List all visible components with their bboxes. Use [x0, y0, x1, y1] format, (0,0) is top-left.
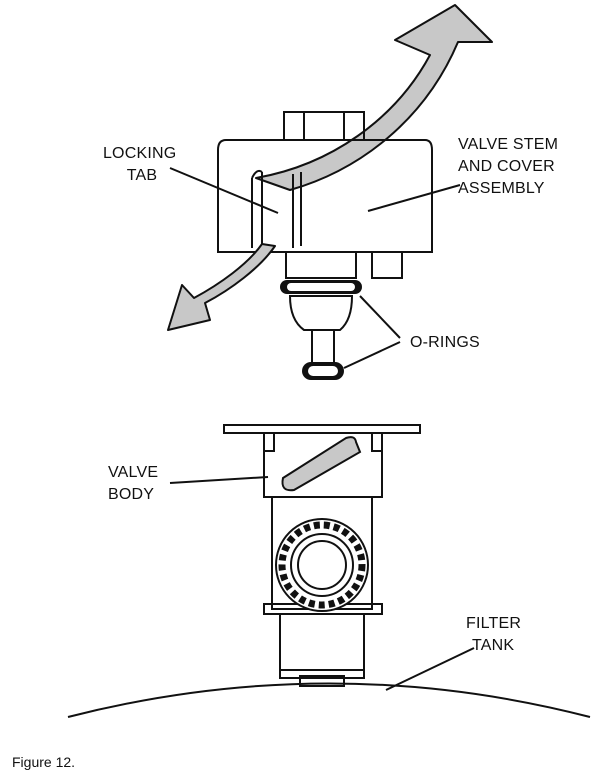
valve-stem-cover-assembly: [217, 111, 433, 380]
valve-body-label-line-1: VALVE: [108, 464, 158, 481]
valve-stem-cover-label-line-3: ASSEMBLY: [458, 180, 545, 197]
valve-stem-cover-label-line-1: VALVE STEM: [458, 136, 558, 153]
leader-lines: [169, 167, 475, 691]
filter-tank-label-line-2: TANK: [472, 637, 514, 654]
valve-stem-cover-label: VALVE STEM AND COVER ASSEMBLY: [458, 136, 563, 197]
filter-tank: [67, 682, 591, 718]
o-rings-label: O-RINGS: [410, 334, 480, 351]
locking-tab-label: LOCKING TAB: [103, 145, 181, 184]
lift-arrow-down: [167, 243, 276, 331]
filter-tank-label-line-1: FILTER: [466, 615, 521, 632]
valve-body-label: VALVE BODY: [108, 464, 163, 503]
valve-body: [223, 424, 421, 687]
locking-tab-label-line-2: TAB: [127, 167, 158, 184]
filter-tank-label: FILTER TANK: [466, 615, 526, 654]
locking-tab: [251, 169, 302, 248]
valve-port: [275, 518, 369, 612]
lift-arrow-up: [255, 4, 493, 191]
locking-tab-label-line-1: LOCKING: [103, 145, 176, 162]
valve-stem-cover-label-line-2: AND COVER: [458, 158, 555, 175]
valve-body-label-line-2: BODY: [108, 486, 154, 503]
figure-caption: Figure 12.: [12, 754, 75, 770]
